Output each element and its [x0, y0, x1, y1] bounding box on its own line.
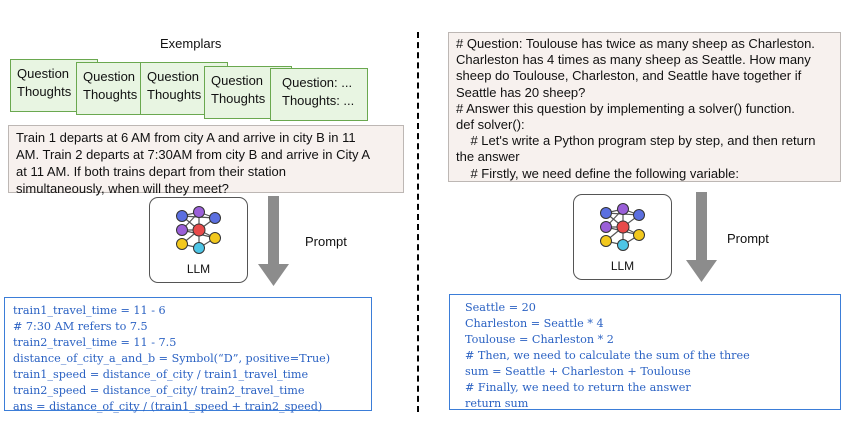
question-line: Charleston has 4 times as many sheep as … — [456, 52, 811, 68]
right-down-arrow — [686, 192, 717, 282]
question-line: # Answer this question by implementing a… — [456, 100, 795, 116]
code-line: Seattle = 20 — [465, 301, 536, 314]
exemplar-card-5: Question: ... Thoughts: ... — [270, 68, 368, 121]
code-line: Toulouse = Charleston * 2 — [465, 333, 614, 346]
code-line: return sum — [465, 397, 529, 410]
card-question: Question: ... — [282, 75, 353, 90]
left-llm-box: LLM — [149, 197, 248, 283]
question-line: # Firstly, we need define the following … — [456, 165, 740, 181]
question-line: AM. Train 2 departs at 7:30AM from city … — [16, 147, 371, 162]
card-question: Question — [17, 66, 70, 81]
neural-network-icon — [600, 203, 645, 251]
left-down-arrow — [258, 196, 289, 286]
card-thoughts: Thoughts — [83, 87, 138, 102]
llm-label: LLM — [610, 259, 635, 273]
card-thoughts: Thoughts — [211, 91, 266, 106]
code-line: train1_travel_time = 11 - 6 — [13, 304, 166, 317]
code-line: train2_speed = distance_of_city/ train2_… — [13, 384, 305, 397]
question-line: sheep do Toulouse, Charleston, and Seatt… — [456, 68, 802, 84]
card-thoughts: Thoughts: ... — [282, 93, 355, 108]
question-line: # Question: Toulouse has twice as many s… — [456, 36, 815, 51]
card-question: Question — [147, 69, 200, 84]
left-prompt-label: Prompt — [305, 234, 347, 249]
left-question-box: Train 1 departs at 6 AM from city A and … — [8, 125, 404, 196]
right-prompt-label: Prompt — [727, 231, 769, 246]
question-line: def solver(): — [456, 117, 525, 133]
card-question: Question — [83, 69, 136, 84]
panel-divider — [417, 32, 419, 412]
code-line: train1_speed = distance_of_city / train1… — [13, 368, 309, 381]
llm-label: LLM — [186, 262, 211, 276]
card-question: Question — [211, 73, 264, 88]
right-question-box: # Question: Toulouse has twice as many s… — [448, 32, 841, 182]
code-line: # 7:30 AM refers to 7.5 — [13, 320, 148, 333]
code-line: sum = Seattle + Charleston + Toulouse — [465, 365, 691, 378]
right-llm-box: LLM — [573, 194, 672, 280]
code-line: train2_travel_time = 11 - 7.5 — [13, 336, 177, 349]
code-line: ans = distance_of_city / (train1_speed +… — [13, 400, 323, 413]
question-line: Seattle has 20 sheep? — [456, 84, 586, 100]
left-code-box: train1_travel_time = 11 - 6 # 7:30 AM re… — [4, 297, 372, 413]
question-line: at 11 AM. If both trains depart from the… — [16, 164, 287, 179]
right-code-box: Seattle = 20 Charleston = Seattle * 4 To… — [449, 294, 841, 410]
card-thoughts: Thoughts — [147, 87, 202, 102]
neural-network-icon — [176, 206, 221, 254]
code-line: distance_of_city_a_and_b = Symbol(“D”, p… — [13, 352, 331, 365]
question-line: Train 1 departs at 6 AM from city A and … — [16, 130, 356, 145]
question-line: # Let's write a Python program step by s… — [456, 133, 816, 149]
question-line: the answer — [456, 149, 520, 165]
question-line: simultaneously, when will they meet? — [16, 181, 229, 196]
exemplars-title: Exemplars — [160, 36, 222, 51]
card-thoughts: Thoughts — [17, 84, 72, 99]
code-line: # Finally, we need to return the answer — [465, 381, 691, 394]
code-line: # Then, we need to calculate the sum of … — [465, 349, 750, 362]
code-line: Charleston = Seattle * 4 — [465, 317, 604, 330]
